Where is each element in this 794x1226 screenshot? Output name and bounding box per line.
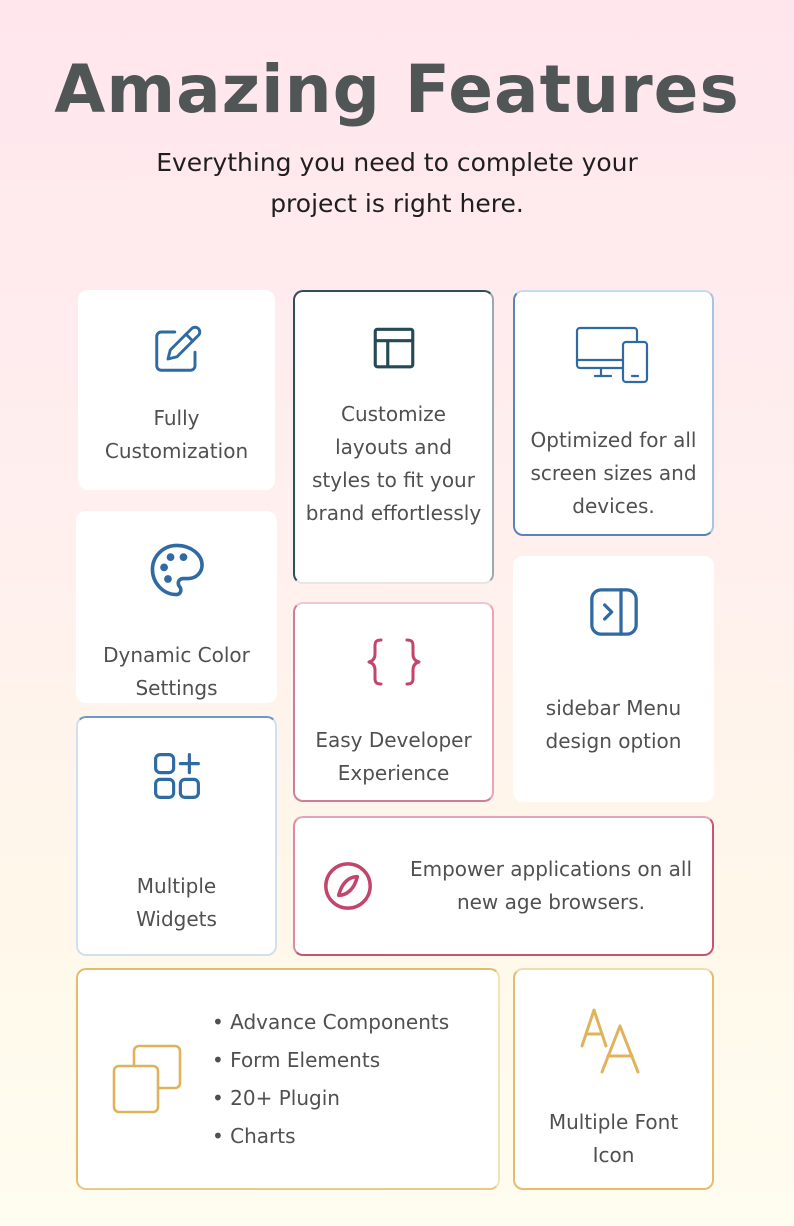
feature-card-widgets: Multiple Widgets: [76, 716, 277, 956]
feature-text: Empower applications on all new age brow…: [409, 857, 693, 914]
list-item: • Advance Components: [212, 1010, 450, 1034]
list-item: • 20+ Plugin: [212, 1086, 340, 1110]
feature-card-responsive: Optimized for all screen sizes and devic…: [513, 290, 714, 536]
components-list: • Advance Components • Form Elements • 2…: [212, 1003, 449, 1155]
sidebar-toggle-icon: [586, 584, 642, 640]
copy-squares-icon: [110, 1042, 184, 1116]
feature-text: Multiple Font Icon: [548, 1110, 679, 1167]
feature-text: Optimized for all screen sizes and devic…: [530, 428, 697, 518]
feature-text: Customize layouts and styles to fit your…: [305, 402, 482, 525]
feature-card-layouts: Customize layouts and styles to fit your…: [293, 290, 494, 584]
feature-text: Dynamic Color Settings: [103, 643, 250, 700]
feature-text: sidebar Menu design option: [545, 696, 682, 753]
feature-card-font: Multiple Font Icon: [513, 968, 714, 1190]
list-item: • Charts: [212, 1124, 296, 1148]
curly-braces-icon: [367, 636, 421, 688]
list-item: • Form Elements: [212, 1048, 381, 1072]
page-subtitle: Everything you need to complete your pro…: [156, 148, 638, 218]
page-title: Amazing Features: [54, 51, 740, 128]
monitor-phone-icon: [575, 324, 653, 388]
palette-icon: [146, 539, 208, 601]
feature-card-developer: Easy Developer Experience: [293, 602, 494, 802]
widgets-icon: [150, 748, 204, 804]
compass-icon: [319, 857, 377, 915]
feature-card-browsers: Empower applications on all new age brow…: [293, 816, 714, 956]
font-size-icon: [578, 1004, 650, 1076]
feature-text: Multiple Widgets: [136, 874, 217, 931]
feature-card-customization: Fully Customization: [78, 290, 275, 490]
layout-icon: [369, 322, 419, 374]
edit-icon: [150, 322, 204, 378]
feature-card-sidebar: sidebar Menu design option: [513, 556, 714, 802]
feature-text: Easy Developer Experience: [315, 728, 472, 785]
feature-card-components: • Advance Components • Form Elements • 2…: [76, 968, 500, 1190]
feature-text: Fully Customization: [104, 406, 249, 463]
feature-card-color: Dynamic Color Settings: [76, 511, 277, 703]
